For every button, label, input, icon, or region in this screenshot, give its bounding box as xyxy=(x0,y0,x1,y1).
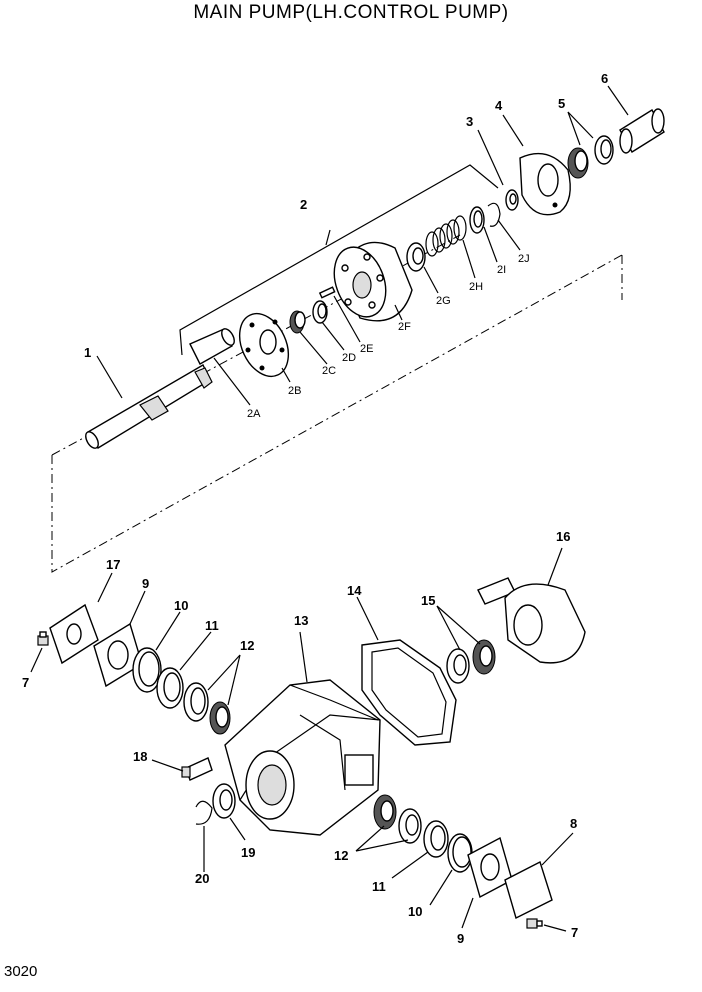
callout-6: 6 xyxy=(601,71,608,86)
callout-2E: 2E xyxy=(360,343,373,355)
part-16-cover xyxy=(477,577,586,664)
part-8-cover xyxy=(504,860,553,920)
part-18-bolt xyxy=(181,757,213,781)
part-6-sleeve xyxy=(619,108,665,154)
callout-2B: 2B xyxy=(288,385,301,397)
callout-2F: 2F xyxy=(398,321,411,333)
callout-7-right: 7 xyxy=(571,925,578,940)
callout-1: 1 xyxy=(84,345,91,360)
callout-2I: 2I xyxy=(497,264,506,276)
part-7-plug-right xyxy=(526,918,543,929)
callout-2A: 2A xyxy=(247,408,261,420)
callout-5: 5 xyxy=(558,96,565,111)
part-17-gasket xyxy=(49,603,99,665)
part-2A-pin xyxy=(189,328,235,365)
figure-number: 3020 xyxy=(4,963,38,980)
callout-12-left: 12 xyxy=(240,638,254,653)
callout-18: 18 xyxy=(133,749,147,764)
part-2C-2D-bushings xyxy=(289,286,336,334)
part-2F-cylinder-block xyxy=(333,241,413,322)
rotating-group-bracket xyxy=(179,164,499,356)
callout-13: 13 xyxy=(294,613,308,628)
callout-16: 16 xyxy=(556,529,570,544)
callout-8: 8 xyxy=(570,816,577,831)
callout-2H: 2H xyxy=(469,281,483,293)
callout-9-right: 9 xyxy=(457,931,464,946)
callout-10-left: 10 xyxy=(174,598,188,613)
callout-2G: 2G xyxy=(436,295,451,307)
callout-10-right: 10 xyxy=(408,904,422,919)
drive-shaft xyxy=(85,364,213,449)
callout-2J: 2J xyxy=(518,253,530,265)
part-7-plug-left xyxy=(37,631,49,646)
callout-15: 15 xyxy=(421,593,435,608)
part-2J-snap-ring xyxy=(487,202,501,227)
part-20-snap-ring xyxy=(195,800,213,825)
part-5-bearing xyxy=(567,135,614,179)
callout-11-left: 11 xyxy=(205,618,219,633)
callout-2C: 2C xyxy=(322,365,336,377)
part-15-bearing xyxy=(446,639,496,684)
callout-20: 20 xyxy=(195,871,209,886)
part-9-gasket-right xyxy=(467,836,513,899)
callout-17: 17 xyxy=(106,557,120,572)
part-12-bearing-right xyxy=(373,794,422,844)
callout-12-right: 12 xyxy=(334,848,348,863)
callout-19: 19 xyxy=(241,845,255,860)
callout-4: 4 xyxy=(495,98,503,113)
callout-7-left: 7 xyxy=(22,675,29,690)
part-14-gasket xyxy=(361,639,457,746)
callout-2D: 2D xyxy=(342,352,356,364)
callout-14: 14 xyxy=(347,583,362,598)
callout-9-left: 9 xyxy=(142,576,149,591)
diagram-title: MAIN PUMP(LH.CONTROL PUMP) xyxy=(193,2,509,23)
part-13-pump-housing xyxy=(224,679,381,836)
callout-11-right: 11 xyxy=(372,879,386,894)
part-2H-spring xyxy=(425,215,467,257)
callout-3: 3 xyxy=(466,114,473,129)
part-2B-plate xyxy=(238,312,290,378)
part-4-swash-plate xyxy=(519,152,571,216)
callout-2: 2 xyxy=(300,197,307,212)
